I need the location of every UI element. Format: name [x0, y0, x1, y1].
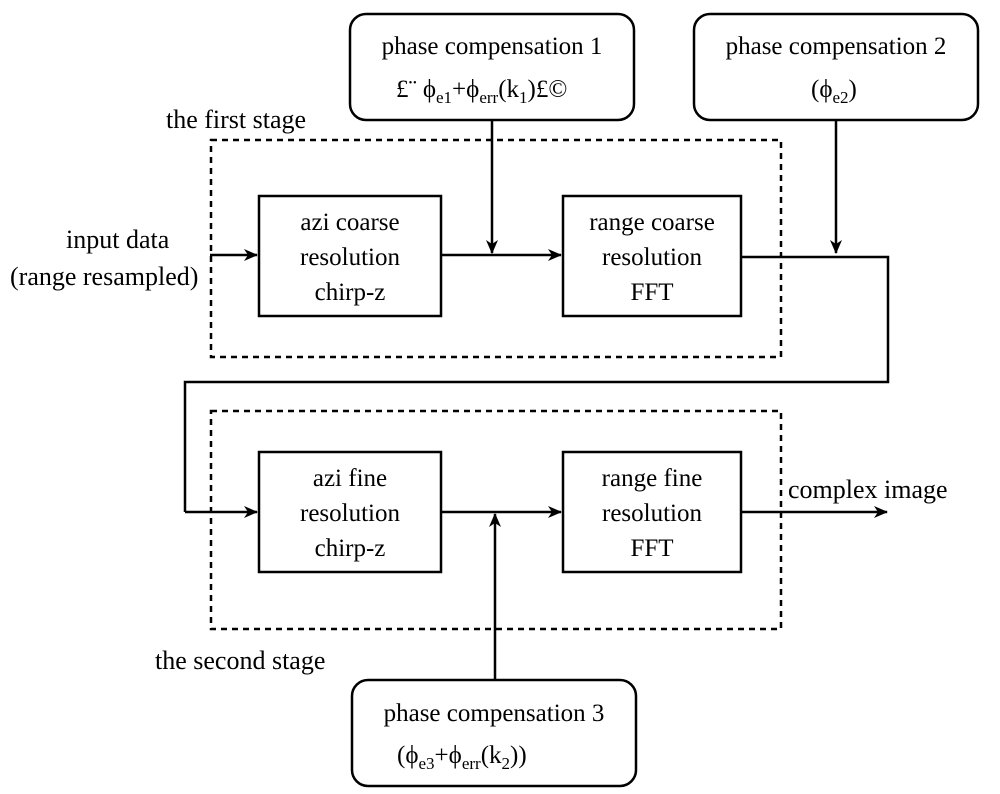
azi-coarse-line1: azi coarse: [300, 209, 399, 236]
phase-compensation-2-formula: (ϕe2): [811, 76, 857, 107]
phase-compensation-1-box: phase compensation 1 £¨ϕe1+ϕerr(k1)£©: [348, 12, 636, 122]
stage-link-connector: [183, 255, 890, 512]
phase-compensation-3-box: phase compensation 3 (ϕe3+ϕerr(k2)): [350, 678, 638, 788]
range-fine-resolution-block: range fine resolution FFT: [561, 450, 743, 574]
first-stage-label: the first stage: [166, 105, 306, 134]
input-data-label: input data: [66, 225, 170, 254]
input-data-sublabel: (range resampled): [10, 262, 198, 291]
phase-compensation-2-title: phase compensation 2: [726, 33, 947, 60]
azi-fine-line3: chirp-z: [315, 535, 386, 562]
phase-compensation-1-title: phase compensation 1: [382, 33, 603, 60]
range-coarse-line2: resolution: [602, 244, 702, 271]
azi-coarse-line3: chirp-z: [315, 279, 386, 306]
phase-compensation-3-formula: (ϕe3+ϕerr(k2)): [397, 742, 527, 773]
azi-fine-line2: resolution: [300, 500, 400, 527]
phase-compensation-1-formula: £¨ϕe1+ϕerr(k1)£©: [396, 76, 567, 107]
range-coarse-line3: FFT: [630, 279, 673, 306]
range-fine-line1: range fine: [602, 465, 703, 492]
phase-compensation-2-box: phase compensation 2 (ϕe2): [692, 12, 980, 122]
complex-image-label: complex image: [788, 475, 948, 504]
first-stage-boundary: [209, 138, 783, 359]
azi-fine-line1: azi fine: [313, 465, 387, 492]
range-fine-line3: FFT: [630, 535, 673, 562]
phase-compensation-3-title: phase compensation 3: [384, 700, 605, 727]
azi-coarse-resolution-block: azi coarse resolution chirp-z: [257, 194, 443, 318]
range-fine-line2: resolution: [602, 500, 702, 527]
range-coarse-resolution-block: range coarse resolution FFT: [561, 194, 743, 318]
second-stage-label: the second stage: [155, 646, 325, 675]
range-coarse-line1: range coarse: [589, 209, 715, 236]
azi-coarse-line2: resolution: [300, 244, 400, 271]
azi-fine-resolution-block: azi fine resolution chirp-z: [257, 450, 443, 574]
